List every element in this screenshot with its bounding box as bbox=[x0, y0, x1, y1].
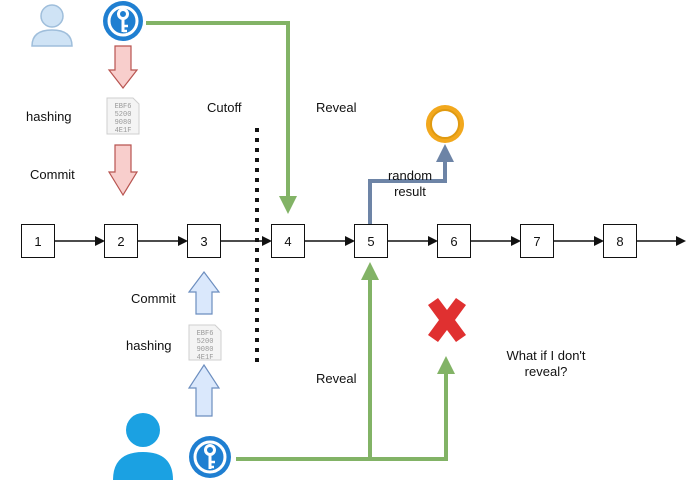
blue-arrow-up-bottom bbox=[187, 363, 221, 417]
block-2: 2 bbox=[104, 224, 138, 258]
cutoff-label: Cutoff bbox=[207, 100, 242, 115]
coin-icon bbox=[426, 105, 464, 143]
hashing-label-bottom: hashing bbox=[126, 338, 172, 353]
random-result-line-2: result bbox=[394, 184, 426, 199]
what-if-line-1: What if I don't bbox=[506, 348, 586, 363]
key-icon bbox=[103, 1, 143, 41]
random-result-line-1: random bbox=[387, 168, 433, 183]
reveal-label-bottom: Reveal bbox=[316, 371, 357, 386]
block-7: 7 bbox=[520, 224, 554, 258]
reveal-label-top: Reveal bbox=[316, 100, 357, 115]
reveal-arrow-bottom bbox=[236, 372, 448, 461]
cross-icon bbox=[428, 298, 466, 342]
block-4: 4 bbox=[271, 224, 305, 258]
commit-label-bottom: Commit bbox=[131, 291, 176, 306]
block-1: 1 bbox=[21, 224, 55, 258]
commit-label-top: Commit bbox=[30, 167, 75, 182]
block-8: 8 bbox=[603, 224, 637, 258]
block-5: 5 bbox=[354, 224, 388, 258]
block-3: 3 bbox=[187, 224, 221, 258]
blue-arrow-up-top bbox=[187, 271, 221, 315]
random-result-label: random result bbox=[380, 168, 440, 200]
user-icon bbox=[31, 4, 73, 47]
block-6: 6 bbox=[437, 224, 471, 258]
reveal-arrow-top bbox=[146, 21, 290, 198]
random-result-arrow bbox=[368, 160, 447, 224]
what-if-line-2: reveal? bbox=[524, 364, 568, 379]
user-icon bbox=[113, 413, 173, 480]
key-icon bbox=[189, 436, 231, 478]
red-arrow-down bbox=[107, 144, 139, 197]
what-if-label: What if I don't reveal? bbox=[490, 348, 602, 380]
red-arrow-up bbox=[107, 45, 139, 89]
hashing-label-top: hashing bbox=[26, 109, 72, 124]
